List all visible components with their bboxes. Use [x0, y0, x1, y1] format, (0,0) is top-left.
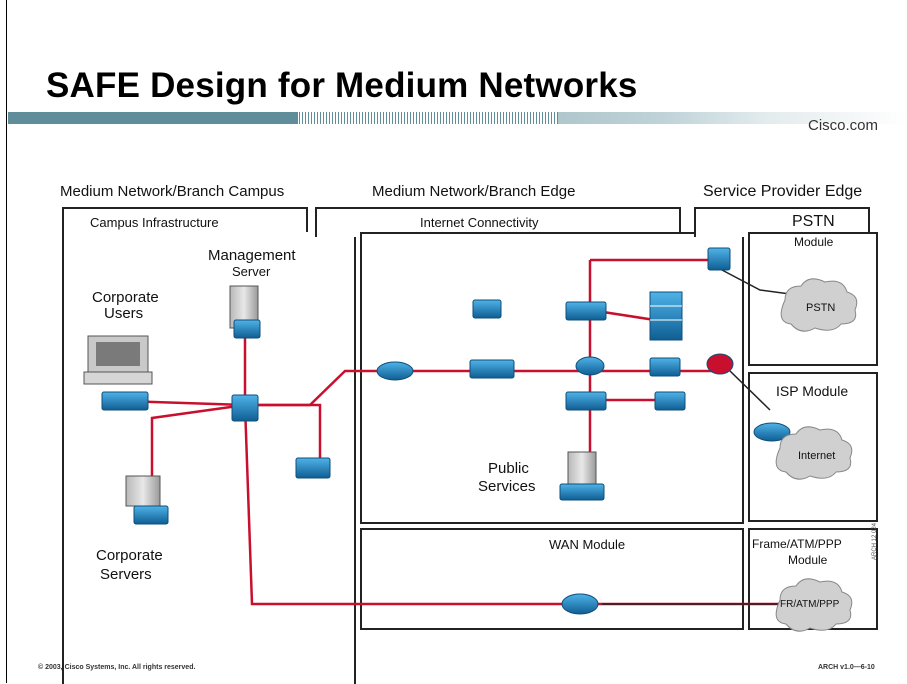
column-header-sp: Service Provider Edge	[703, 183, 863, 200]
vpn-concentrator-icon	[707, 247, 731, 271]
wan-module-label: WAN Module	[549, 537, 626, 552]
isp-module-label: ISP Module	[776, 383, 849, 399]
ids-sensor-icon	[133, 505, 169, 525]
corporate-servers-label-1: Corporate	[96, 547, 163, 564]
management-server-label-2: Server	[232, 264, 271, 279]
title-underline-bar	[8, 112, 907, 124]
uplink-lines	[602, 269, 791, 605]
internet-cloud-icon	[775, 426, 853, 480]
ids-sensor-icon	[654, 391, 686, 411]
ids-sensor-icon	[472, 299, 502, 319]
firewall-stack-icon	[649, 291, 683, 341]
ids-sensor-icon	[559, 483, 605, 501]
wan-cloud-icon	[775, 578, 853, 632]
internet-connectivity-module	[360, 232, 744, 524]
management-server-label-1: Management	[208, 247, 296, 264]
layer3-switch-icon	[231, 394, 259, 422]
ids-sensor-icon	[295, 457, 331, 479]
slide-border	[6, 0, 7, 683]
fr-cloud-label: FR/ATM/PPP	[780, 599, 840, 610]
wan-module	[360, 528, 744, 630]
campus-infrastructure-label: Campus Infrastructure	[90, 215, 219, 230]
column-header-edge: Medium Network/Branch Edge	[372, 183, 576, 200]
internet-connectivity-label: Internet Connectivity	[420, 215, 539, 230]
frame-module-line2: Module	[788, 553, 828, 567]
slide-title: SAFE Design for Medium Networks	[46, 66, 638, 105]
router-icon	[376, 361, 414, 381]
frame-module-line1: Frame/ATM/PPP	[752, 537, 842, 551]
pstn-cloud-label: PSTN	[806, 302, 836, 314]
switch-icon	[649, 357, 681, 377]
switch-icon	[565, 301, 607, 321]
router-icon	[575, 356, 605, 376]
figure-code: ARCH 12 024	[872, 522, 878, 560]
footer-copyright: © 2003, Cisco Systems, Inc. All rights r…	[38, 664, 196, 671]
corporate-server-icon	[125, 475, 161, 507]
internet-cloud-label: Internet	[798, 450, 836, 462]
switch-icon	[565, 391, 607, 411]
footer-course-code: ARCH v1.0—6-10	[818, 664, 875, 671]
corporate-users-label-2: Users	[104, 305, 144, 322]
ids-sensor-icon	[233, 319, 261, 339]
public-services-label-1: Public	[488, 460, 529, 477]
isp-router-icon	[753, 422, 791, 442]
corporate-servers-label-2: Servers	[100, 566, 152, 583]
corporate-users-label-1: Corporate	[92, 289, 159, 306]
public-server-icon	[567, 451, 597, 487]
switch-icon	[469, 359, 515, 379]
switch-icon	[101, 391, 149, 411]
edge-router-icon	[706, 353, 734, 375]
network-links	[124, 258, 800, 606]
workstation-icon	[83, 335, 153, 385]
pstn-title: PSTN	[792, 213, 835, 230]
column-header-campus: Medium Network/Branch Campus	[60, 183, 285, 200]
cisco-brand: Cisco.com	[808, 117, 879, 134]
wan-router-icon	[561, 593, 599, 615]
pstn-module-label: Module	[794, 235, 834, 249]
public-services-label-2: Services	[478, 478, 536, 495]
pstn-cloud-icon	[780, 278, 858, 332]
